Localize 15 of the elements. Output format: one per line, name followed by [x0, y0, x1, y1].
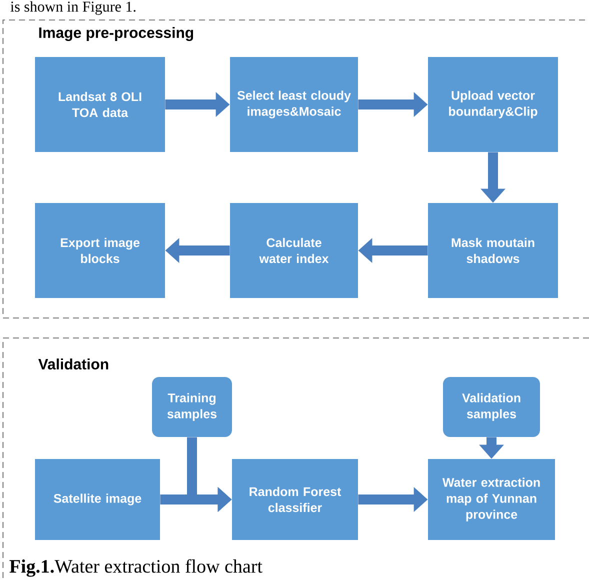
- process-box: Mask moutain shadows: [428, 203, 558, 298]
- process-box: Landsat 8 OLI TOA data: [35, 57, 165, 152]
- panel-heading: Validation: [38, 358, 108, 370]
- process-box: Satellite image: [35, 459, 160, 540]
- process-box: Export image blocks: [35, 203, 165, 298]
- body-text: is shown in Figure 1.: [10, 1, 136, 15]
- process-box: Random Forest classifier: [232, 459, 358, 540]
- sample-box: Training samples: [152, 377, 232, 437]
- figure-caption: Fig.1.Water extraction flow chart: [8, 558, 264, 578]
- process-box: Upload vector boundary&Clip: [428, 57, 558, 152]
- sample-box: Validation samples: [443, 377, 540, 437]
- process-box: Select least cloudy images&Mosaic: [230, 57, 358, 152]
- process-box: Water extraction map of Yunnan province: [428, 459, 555, 540]
- panel-heading: Image pre-processing: [39, 26, 194, 42]
- process-box: Calculate water index: [230, 203, 358, 298]
